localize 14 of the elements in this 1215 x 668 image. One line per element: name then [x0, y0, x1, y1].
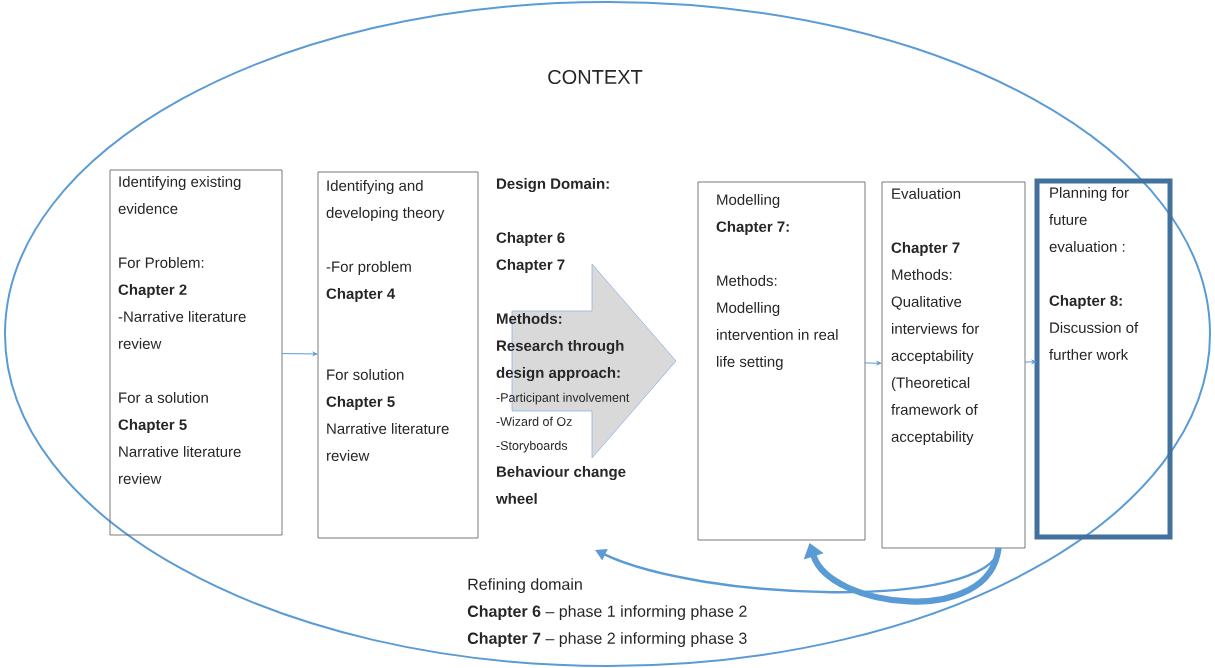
arrow — [1024, 360, 1037, 364]
arrow — [864, 361, 882, 366]
context-heading: CONTEXT — [548, 69, 643, 85]
stage-box: Planning for future evaluation : Chapter 8: Discussion of further work — [1034, 178, 1173, 540]
arrow — [281, 352, 318, 356]
stage-box: Identifying and developing theory -For problem Chapter 4 For solution Chapter 5 Narrative literature review — [317, 171, 479, 539]
note-text: Refining domain — [468, 578, 582, 594]
stage-box: Evaluation Chapter 7 Methods: Qualitative interviews for acceptability (Theoretical framework of acceptability — [881, 181, 1026, 549]
note-text: Chapter 6 – phase 1 informing phase 2 — [467, 605, 747, 621]
stage-box: Modelling Chapter 7: Methods: Modelling intervention in real life setting — [697, 181, 866, 541]
block-arrow — [511, 263, 677, 459]
design-domain-text: Design Domain: Chapter 6 Chapter 7 Methods: Research through design approach: -Participant involvement -Wizard of Oz -Storyboards Behaviour change wheel — [495, 178, 630, 504]
note-text: Chapter 7 – phase 2 informing phase 3 — [467, 632, 747, 648]
stage-box: Identifying existing evidence For Problem: Chapter 2 -Narrative literature review For a solution Chapter 5 Narrative literature review — [109, 169, 283, 536]
